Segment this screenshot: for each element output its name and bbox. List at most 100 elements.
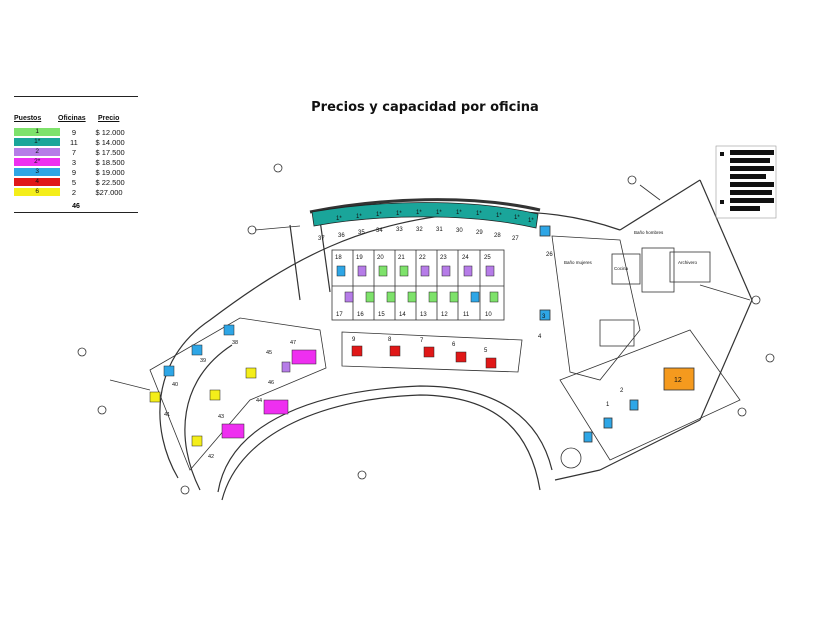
legend-oficinas: 9 [71,127,77,137]
office-marker [386,291,396,303]
left-wing-offices: 47 46 45 44 43 42 41 40 39 38 [149,317,327,471]
room-number: 42 [208,454,214,460]
room-number: 39 [200,358,206,364]
room-number: 9 [352,337,356,343]
office-marker [407,291,417,303]
office-marker [470,291,480,303]
office-marker [191,344,203,356]
legend-row: 4 5 $ 22.500 [14,177,138,187]
office-marker [539,309,551,321]
room-number: 5 [484,348,488,354]
legend-precio: $ 17.500 [95,147,125,157]
room-name: Baño hombres [634,230,664,235]
room-number: 38 [232,340,238,346]
room-number: 3 [542,314,546,320]
legend-bottom-rule [14,212,138,213]
room-number: 23 [440,255,447,261]
room-number: 19 [356,255,363,261]
room-number: 36 [338,233,345,239]
room-number: 28 [494,233,501,239]
room-number: 2 [620,388,624,394]
office-marker [378,265,388,277]
legend-oficinas: 7 [71,147,77,157]
legend-swatch: 1* [14,138,61,146]
legend-swatch: 4 [14,178,61,186]
strip-label: 1* [496,213,502,219]
room-number: 31 [436,227,443,233]
legend-swatch: 3 [14,168,61,176]
legend-row: 2 7 $ 17.500 [14,147,138,157]
legend-oficinas: 5 [71,177,77,187]
room-number: 7 [420,338,424,344]
room-number: 34 [376,228,383,234]
legend-precio: $ 18.500 [95,157,125,167]
strip-label: 1* [416,210,422,216]
strip-label: 1* [476,211,482,217]
room-number: 43 [218,414,224,420]
central-office-numbers: 18 19 20 21 22 23 24 25 17 16 15 14 13 1… [335,255,492,318]
room-number: 13 [420,312,427,318]
legend-precio: $ 19.000 [95,167,125,177]
room-number: 26 [546,252,553,258]
legend-swatch: 2* [14,158,61,166]
office-marker [357,265,367,277]
legend-oficinas: 3 [71,157,77,167]
legend-top-rule [14,96,138,97]
room-number: 30 [456,228,463,234]
legend-row: 1* 11 $ 14.000 [14,137,138,147]
axis-marker [97,405,107,415]
strip-label: 1* [528,218,534,224]
legend-row: 3 9 $ 19.000 [14,167,138,177]
strip-label: 1* [456,210,462,216]
office-marker [399,265,409,277]
room-number: 14 [399,312,406,318]
office-marker [281,361,291,373]
room-number: 12 [441,312,448,318]
room-number: 44 [256,398,262,404]
office-marker [263,399,289,415]
office-marker [351,345,363,357]
legend-header-puestos: Puestos [14,115,42,122]
office-marker [603,417,613,429]
page-title: Precios y capacidad por oficina [311,100,539,115]
right-service-area [539,225,741,469]
room-number: 29 [476,230,483,236]
room-number: 27 [512,236,519,242]
legend-oficinas: 11 [70,137,78,147]
room-number: 40 [172,382,178,388]
office-marker [455,351,467,363]
office-marker [489,291,499,303]
office-marker [420,265,430,277]
legend-header-oficinas: Oficinas [58,115,86,122]
axis-marker [357,470,367,480]
office-marker [629,399,639,411]
room-number: 21 [398,255,405,261]
axis-marker [765,353,775,363]
grid-axis-markers [77,163,775,495]
legend-swatch: 6 [14,188,61,196]
axis-marker [273,163,283,173]
legend-precio: $ 22.500 [95,177,125,187]
office-marker [209,389,221,401]
legend-row: 6 2 $27.000 [14,187,138,197]
legend-swatch: 2 [14,148,61,156]
axis-marker [751,295,761,305]
room-number: 15 [378,312,385,318]
room-number: 47 [290,340,296,346]
legend-oficinas: 2 [71,187,77,197]
room-number: 24 [462,255,469,261]
office-marker [428,291,438,303]
room-number: 18 [335,255,342,261]
axis-marker [247,225,257,235]
strip-label: 1* [376,212,382,218]
room-number: 33 [396,227,403,233]
room-number: 4 [538,334,542,340]
office-marker [291,349,317,365]
office-marker [221,423,245,439]
office-marker [423,346,435,358]
top-office-strip: 1* 1* 1* 1* 1* 1* 1* 1* 1* 1* 1* 37 36 3… [311,202,539,242]
axis-marker [77,347,87,357]
office-marker [365,291,375,303]
room-number: 35 [358,230,365,236]
